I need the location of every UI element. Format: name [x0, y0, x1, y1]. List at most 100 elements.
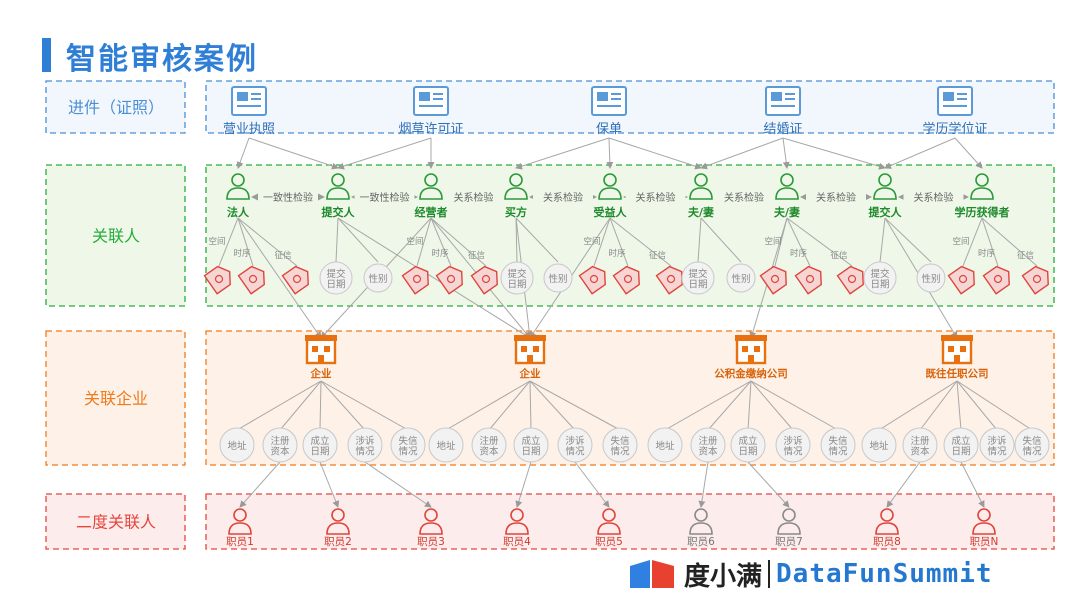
person-to-attribute-link	[697, 217, 702, 263]
tag-shape	[612, 265, 640, 295]
attribute-caption: 征信	[468, 250, 486, 261]
attribute-label: 注册资本	[270, 435, 290, 458]
person-to-tag-link	[981, 217, 999, 267]
person-icon	[226, 173, 250, 200]
person-to-tag-link	[416, 217, 432, 267]
person-head	[331, 173, 345, 187]
person-body	[873, 187, 897, 200]
document-icon	[765, 86, 801, 116]
check-label-bg	[625, 190, 686, 203]
attribute-circle	[775, 427, 811, 463]
employee-icon	[326, 508, 350, 535]
brand-logo-icon	[630, 560, 674, 588]
row-label-box	[45, 493, 186, 550]
attribute-circle	[500, 261, 534, 295]
document-label: 营业执照	[223, 122, 275, 137]
row-label: 进件（证照）	[68, 98, 164, 117]
attribute-circle	[726, 263, 756, 293]
attribute-circle	[513, 427, 549, 463]
tag-icon	[203, 265, 231, 295]
document-to-person-link	[337, 137, 432, 170]
attribute-to-employee-link	[960, 461, 985, 508]
attribute-label: 地址	[227, 440, 247, 452]
row-label: 二度关联人	[76, 513, 156, 532]
tag-shape	[982, 265, 1010, 295]
attribute-label: 涉诉情况	[987, 435, 1007, 458]
person-to-attribute-link	[700, 217, 742, 263]
person-label: 买方	[505, 205, 527, 219]
attribute-label: 注册资本	[698, 435, 718, 458]
person-label: 提交人	[322, 205, 356, 219]
person-to-company-link	[237, 217, 322, 339]
document-icon-photo	[419, 92, 430, 101]
person-to-attribute-link	[337, 217, 379, 263]
company-label: 公积金缴纳公司	[714, 367, 788, 380]
company-to-attribute-link	[878, 380, 958, 431]
tag-shape	[203, 265, 231, 295]
attribute-circle	[690, 427, 726, 463]
employee-body	[326, 522, 350, 535]
row-label-box	[45, 80, 186, 134]
company-icon-roof	[735, 335, 767, 341]
brand-footer: 度小满 DataFunSummit	[628, 556, 993, 592]
person-icon	[873, 173, 897, 200]
title-accent-bar	[42, 38, 51, 72]
person-to-attribute-link	[884, 217, 932, 263]
person-icon	[598, 173, 622, 200]
person-body	[419, 187, 443, 200]
attribute-label: 成立日期	[738, 435, 757, 458]
person-to-attribute-link	[879, 217, 886, 263]
tag-shape	[836, 265, 864, 295]
attribute-circle	[730, 427, 766, 463]
person-to-attribute-link	[515, 217, 518, 263]
attribute-to-employee-link	[515, 461, 532, 508]
person-head	[231, 173, 245, 187]
employee-body	[777, 522, 801, 535]
company-icon	[305, 335, 337, 365]
person-to-tag-link	[786, 217, 853, 267]
person-to-tag-link	[593, 217, 611, 267]
company-to-attribute-link	[956, 380, 998, 431]
attribute-label: 性别	[731, 273, 750, 285]
company-icon-roof	[305, 335, 337, 341]
attribute-circle	[820, 427, 856, 463]
check-label: 关系检验	[914, 191, 954, 204]
attribute-to-employee-link	[319, 461, 340, 508]
company-to-attribute-link	[279, 380, 322, 431]
tag-dot	[993, 274, 1003, 284]
employee-icon	[505, 508, 529, 535]
brand-separator	[768, 560, 771, 588]
person-to-tag-link	[218, 217, 239, 267]
attribute-label: 性别	[368, 273, 387, 285]
company-to-attribute-link	[664, 380, 752, 431]
document-to-person-link	[248, 137, 339, 170]
employee-label: 职员N	[970, 536, 999, 548]
attribute-caption: 时序	[790, 248, 808, 259]
attribute-label: 地址	[436, 440, 456, 452]
attribute-label: 涉诉情况	[565, 435, 585, 458]
attribute-circle	[1014, 427, 1050, 463]
document-icon-photo	[943, 92, 954, 101]
tag-shape	[1021, 265, 1049, 295]
tag-shape	[281, 265, 309, 295]
employee-icon	[419, 508, 443, 535]
check-label: 一致性检验	[263, 191, 313, 204]
person-body	[689, 187, 713, 200]
employee-body	[597, 522, 621, 535]
tag-shape	[578, 265, 606, 295]
attribute-circle	[863, 261, 897, 295]
tag-shape	[401, 265, 429, 295]
employee-head	[782, 508, 796, 522]
employee-body	[505, 522, 529, 535]
company-to-attribute-link	[488, 380, 531, 431]
row-label-box	[45, 330, 186, 466]
employee-label: 职员3	[417, 536, 445, 548]
attribute-circle	[319, 261, 353, 295]
company-to-attribute-link	[707, 380, 752, 431]
company-icon-window	[960, 346, 966, 352]
company-icon-roof	[514, 335, 546, 341]
check-label: 关系检验	[724, 191, 764, 204]
attribute-circle	[902, 427, 938, 463]
employee-icon	[689, 508, 713, 535]
person-to-tag-link	[609, 217, 672, 267]
